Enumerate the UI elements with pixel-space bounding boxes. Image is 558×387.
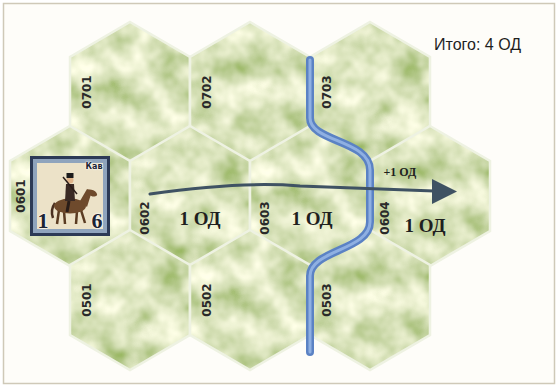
- horse-leg: [57, 210, 59, 224]
- movement-cost: 1 ОД: [405, 216, 446, 235]
- hex-number: 0502: [200, 283, 212, 316]
- hex-number: 0602: [138, 201, 150, 234]
- horse-leg: [76, 211, 77, 224]
- hex-number: 0604: [378, 201, 390, 234]
- hex-number: 0501: [80, 283, 92, 316]
- rider-hat: [67, 173, 74, 178]
- hex-number: 0603: [258, 201, 270, 234]
- hex-number: 0703: [320, 75, 332, 108]
- combat-strength: 1: [38, 210, 49, 232]
- movement-arrowhead: [432, 179, 457, 204]
- counter-edge: [30, 156, 110, 236]
- frame-border: [4, 4, 555, 384]
- hex-outline: [190, 230, 310, 370]
- movement-cost: 1 ОД: [292, 209, 333, 228]
- rider-leg: [67, 201, 69, 212]
- horse-head: [86, 188, 99, 198]
- rider-rifle: [63, 177, 77, 194]
- river-cost: +1 ОД: [384, 166, 417, 178]
- movement-line: [150, 185, 434, 194]
- movement-cost: 1 ОД: [180, 209, 221, 228]
- river-bank: [310, 60, 370, 352]
- hex-number: 0702: [200, 75, 212, 108]
- map-hex: 0502: [190, 230, 310, 370]
- hex-terrain: [70, 230, 190, 370]
- hex-outline: [70, 230, 190, 370]
- total-cost: Итого: 4 ОД: [434, 37, 521, 53]
- hex-terrain: [190, 230, 310, 370]
- map-hex: 0501: [70, 230, 190, 370]
- unit-counter: Кав 1 6: [30, 156, 110, 236]
- unit-type: Кав: [86, 163, 103, 171]
- hex-number: 0601: [14, 179, 26, 212]
- horse-leg: [81, 210, 85, 223]
- river-water: [310, 60, 370, 352]
- hex-number: 0701: [80, 75, 92, 108]
- counter-frame: [33, 159, 107, 233]
- movement-allowance: 6: [92, 210, 103, 232]
- hex-number: 0503: [320, 283, 332, 316]
